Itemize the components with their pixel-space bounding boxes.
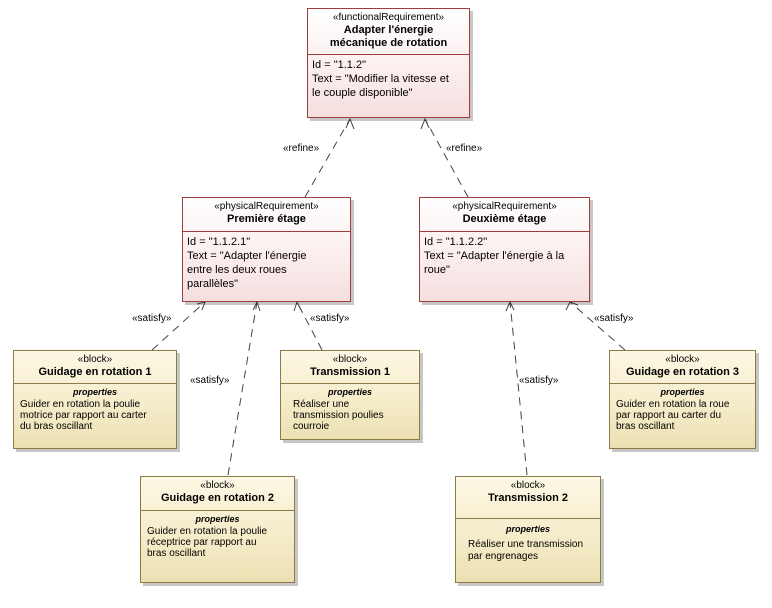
properties-compartment-label: properties xyxy=(505,524,550,534)
block-header: «block» Guidage en rotation 2 xyxy=(141,477,294,505)
block-guidage-rotation-2[interactable]: «block» Guidage en rotation 2 properties… xyxy=(140,476,295,583)
satisfy-connector-t2[interactable] xyxy=(509,301,528,476)
satisfy-label: «satisfy» xyxy=(594,313,634,324)
satisfy-connector-t1[interactable] xyxy=(296,301,323,351)
requirement-name: Deuxième étage xyxy=(462,213,547,225)
block-property: Réaliser une transmission poulies courro… xyxy=(293,399,384,432)
requirement-text: Text = "Modifier la vitesse et le couple… xyxy=(312,73,449,99)
refine-connector-first[interactable] xyxy=(304,118,351,198)
requirement-name: Première étage xyxy=(227,213,306,225)
block-property: Réaliser une transmission par engrenages xyxy=(468,539,584,562)
arrowhead xyxy=(196,301,206,311)
stereotype-label: «block» xyxy=(200,480,235,491)
stereotype-label: «block» xyxy=(665,354,700,365)
arrowhead xyxy=(345,117,355,130)
stereotype-label: «block» xyxy=(332,354,368,365)
block-name: Guidage en rotation 3 xyxy=(625,366,740,378)
block-header: «block» Transmission 2 xyxy=(456,477,600,505)
block-header: «block» Guidage en rotation 3 xyxy=(610,351,755,379)
block-header: «block» Guidage en rotation 1 xyxy=(14,351,176,379)
stereotype-label: «block» xyxy=(77,354,113,365)
requirement-header: «physicalRequirement» Première étage xyxy=(183,198,350,226)
properties-compartment-label: properties xyxy=(195,514,240,524)
stereotype-label: «physicalRequirement» xyxy=(452,201,557,212)
block-guidage-rotation-3[interactable]: «block» Guidage en rotation 3 properties… xyxy=(609,350,756,449)
refine-label: «refine» xyxy=(446,143,483,154)
requirement-text: Text = "Adapter l'énergie à la roue" xyxy=(424,250,565,276)
properties-compartment-label: properties xyxy=(72,387,117,397)
satisfy-connector-g1[interactable] xyxy=(151,301,206,351)
arrowhead xyxy=(252,300,261,312)
block-transmission-2[interactable]: «block» Transmission 2 properties Réalis… xyxy=(455,476,601,583)
stereotype-label: «functionalRequirement» xyxy=(332,12,445,23)
arrowhead xyxy=(420,117,430,130)
refine-connector-second[interactable] xyxy=(424,118,469,198)
stereotype-label: «physicalRequirement» xyxy=(214,201,319,212)
requirement-name: Adapter l'énergie mécanique de rotation xyxy=(329,24,448,49)
requirement-attributes: Id = "1.1.2" Text = "Modifier la vitesse… xyxy=(308,55,469,103)
requirement-attributes: Id = "1.1.2.1" Text = "Adapter l'énergie… xyxy=(183,232,350,294)
properties-compartment-label: properties xyxy=(660,387,705,397)
stereotype-label: «block» xyxy=(510,480,546,491)
satisfy-label: «satisfy» xyxy=(132,313,172,324)
arrowhead xyxy=(565,301,579,311)
arrowhead xyxy=(505,300,515,312)
block-property: Guider en rotation la poulie motrice par… xyxy=(20,399,147,432)
block-name: Transmission 2 xyxy=(487,492,569,504)
requirement-deuxieme-etage[interactable]: «physicalRequirement» Deuxième étage Id … xyxy=(419,197,590,302)
block-property: Guider en rotation la roue par rapport a… xyxy=(616,399,730,432)
satisfy-label: «satisfy» xyxy=(310,313,350,324)
block-header: «block» Transmission 1 xyxy=(281,351,419,379)
refine-label: «refine» xyxy=(283,143,320,154)
requirement-header: «physicalRequirement» Deuxième étage xyxy=(420,198,589,226)
requirement-attributes: Id = "1.1.2.2" Text = "Adapter l'énergie… xyxy=(420,232,589,280)
satisfy-label: «satisfy» xyxy=(519,375,559,386)
block-guidage-rotation-1[interactable]: «block» Guidage en rotation 1 properties… xyxy=(13,350,177,449)
requirement-header: «functionalRequirement» Adapter l'énergi… xyxy=(308,9,469,50)
block-name: Guidage en rotation 2 xyxy=(160,492,275,504)
requirement-id: Id = "1.1.2" xyxy=(312,59,366,71)
requirement-text: Text = "Adapter l'énergie entre les deux… xyxy=(187,250,307,290)
satisfy-connector-g3[interactable] xyxy=(569,301,626,351)
satisfy-connector-g2[interactable] xyxy=(227,301,258,476)
requirement-premiere-etage[interactable]: «physicalRequirement» Première étage Id … xyxy=(182,197,351,302)
block-transmission-1[interactable]: «block» Transmission 1 properties Réalis… xyxy=(280,350,420,440)
block-name: Guidage en rotation 1 xyxy=(38,366,152,378)
properties-compartment-label: properties xyxy=(327,387,372,397)
satisfy-label: «satisfy» xyxy=(190,375,230,386)
requirement-id: Id = "1.1.2.1" xyxy=(187,236,251,248)
block-property: Guider en rotation la poulie réceptrice … xyxy=(147,526,268,559)
requirement-id: Id = "1.1.2.2" xyxy=(424,236,488,248)
requirement-adapter-energie[interactable]: «functionalRequirement» Adapter l'énergi… xyxy=(307,8,470,118)
arrowhead xyxy=(293,300,302,312)
block-name: Transmission 1 xyxy=(309,366,391,378)
